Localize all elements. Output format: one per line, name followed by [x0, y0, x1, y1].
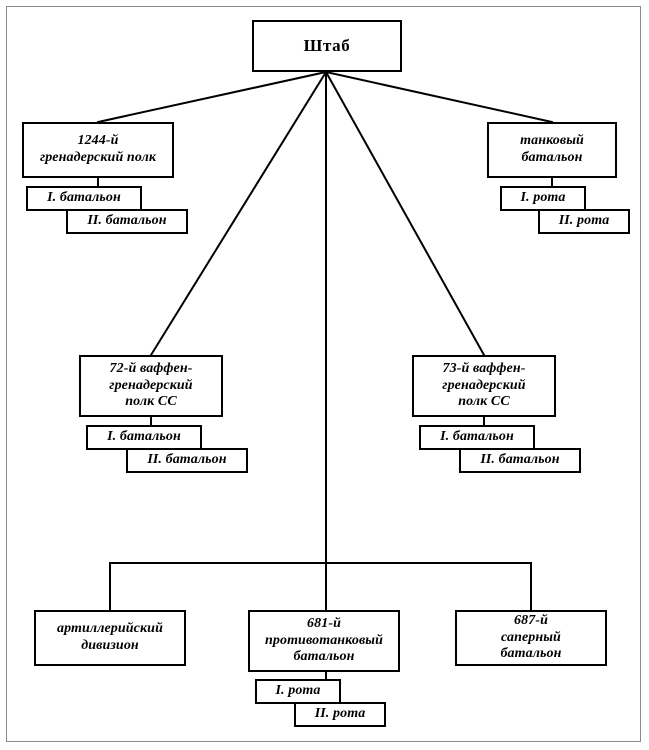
node-label: I. батальон [47, 190, 121, 206]
node-label: 1244-й гренадерский полк [39, 133, 157, 165]
node-label: 72-й ваффен- гренадерский полк СС [109, 361, 193, 410]
node-label: 73-й ваффен- гренадерский полк СС [442, 361, 526, 410]
connector-to-ss-regiment-72 [149, 70, 328, 357]
node-label: артиллерийский дивизион [57, 621, 163, 653]
node-tank-battalion-company-1: I. рота [500, 186, 586, 211]
node-antitank-battalion-681: 681-й противотанковый батальон [248, 610, 400, 672]
node-label: Штаб [303, 35, 351, 55]
node-staff: Штаб [252, 20, 402, 72]
node-label: I. рота [520, 190, 566, 206]
connector-to-regiment-1244 [96, 70, 328, 124]
node-regiment-1244-battalion-1: I. батальон [26, 186, 142, 211]
node-ss-regiment-72: 72-й ваффен- гренадерский полк СС [79, 355, 223, 417]
node-label: танковый батальон [520, 133, 584, 165]
connector-to-ss-regiment-73 [324, 70, 486, 357]
node-ss-regiment-73-battalion-2: II. батальон [459, 448, 581, 473]
node-tank-battalion: танковый батальон [487, 122, 617, 178]
node-label: II. батальон [480, 452, 560, 468]
node-engineer-battalion-687: 687-й саперный батальон [455, 610, 607, 666]
node-label: II. рота [558, 213, 610, 229]
node-label: 687-й саперный батальон [500, 613, 562, 662]
node-label: II. батальон [147, 452, 227, 468]
node-label: I. батальон [440, 429, 514, 445]
node-ss-regiment-73-battalion-1: I. батальон [419, 425, 535, 450]
node-label: II. батальон [87, 213, 167, 229]
node-label: I. рота [275, 683, 321, 699]
node-label: I. батальон [107, 429, 181, 445]
node-ss-regiment-72-battalion-1: I. батальон [86, 425, 202, 450]
node-label: II. рота [314, 706, 366, 722]
node-regiment-1244-battalion-2: II. батальон [66, 209, 188, 234]
node-ss-regiment-73: 73-й ваффен- гренадерский полк СС [412, 355, 556, 417]
node-antitank-battalion-681-company-2: II. рота [294, 702, 386, 727]
node-regiment-1244: 1244-й гренадерский полк [22, 122, 174, 178]
node-tank-battalion-company-2: II. рота [538, 209, 630, 234]
node-antitank-battalion-681-company-1: I. рота [255, 679, 341, 704]
node-artillery-division: артиллерийский дивизион [34, 610, 186, 666]
node-ss-regiment-72-battalion-2: II. батальон [126, 448, 248, 473]
connector-to-tank-battalion [324, 70, 554, 124]
node-label: 681-й противотанковый батальон [264, 616, 383, 665]
